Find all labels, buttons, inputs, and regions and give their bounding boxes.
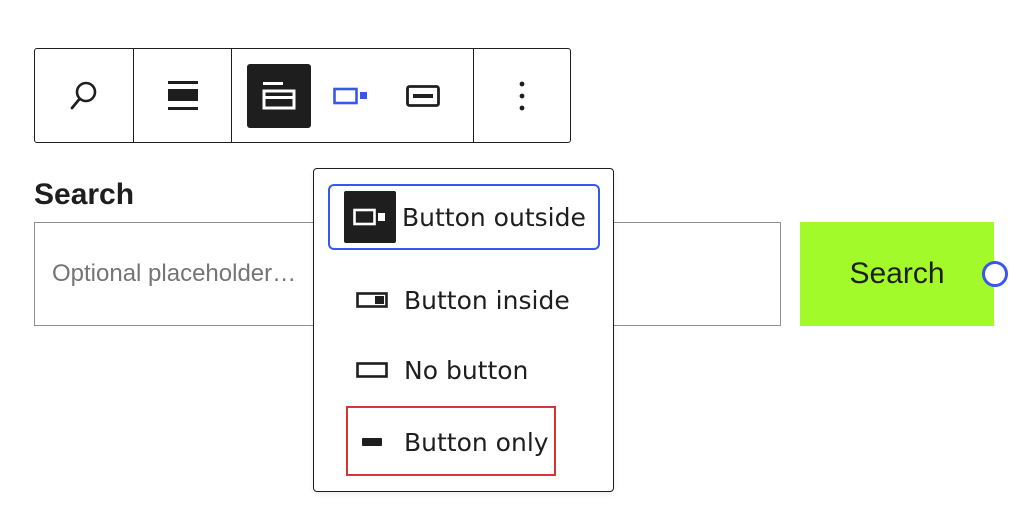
menu-item-button-inside[interactable]: Button inside — [328, 267, 600, 333]
button-inside-icon — [346, 274, 398, 326]
no-button-icon — [346, 344, 398, 396]
more-options-button[interactable] — [490, 64, 554, 128]
search-icon — [70, 81, 97, 109]
menu-item-label: No button — [404, 355, 529, 385]
search-submit-button[interactable]: Search — [800, 222, 994, 326]
button-inside-icon — [406, 84, 440, 107]
toolbar-group-options — [473, 49, 570, 142]
search-label: Search — [34, 178, 135, 211]
button-position-icon — [262, 81, 296, 109]
menu-item-label: Button outside — [402, 202, 586, 232]
button-outside-toggle[interactable] — [319, 64, 383, 128]
align-button[interactable] — [151, 64, 215, 128]
button-outside-icon — [344, 191, 396, 243]
toolbar-group-button-position — [231, 49, 473, 142]
resize-handle[interactable] — [982, 261, 1008, 287]
button-inside-toggle[interactable] — [391, 64, 455, 128]
menu-item-label: Button only — [404, 427, 549, 457]
toolbar-group-block-type — [35, 49, 133, 142]
button-position-menu: Button outside Button inside No button — [313, 168, 614, 492]
button-position-button[interactable] — [247, 63, 311, 128]
menu-item-button-outside[interactable]: Button outside — [328, 184, 600, 250]
toolbar-group-align — [133, 49, 231, 142]
button-outside-icon — [333, 87, 367, 104]
search-block-button[interactable] — [52, 64, 116, 128]
menu-item-button-only[interactable]: Button only — [328, 409, 600, 475]
menu-item-no-button[interactable]: No button — [328, 337, 600, 403]
menu-item-label: Button inside — [404, 285, 570, 315]
block-toolbar — [34, 48, 571, 143]
more-vertical-icon — [519, 81, 525, 110]
button-only-icon — [346, 416, 398, 468]
align-center-icon — [167, 80, 198, 110]
highlight-annotation — [346, 406, 556, 476]
